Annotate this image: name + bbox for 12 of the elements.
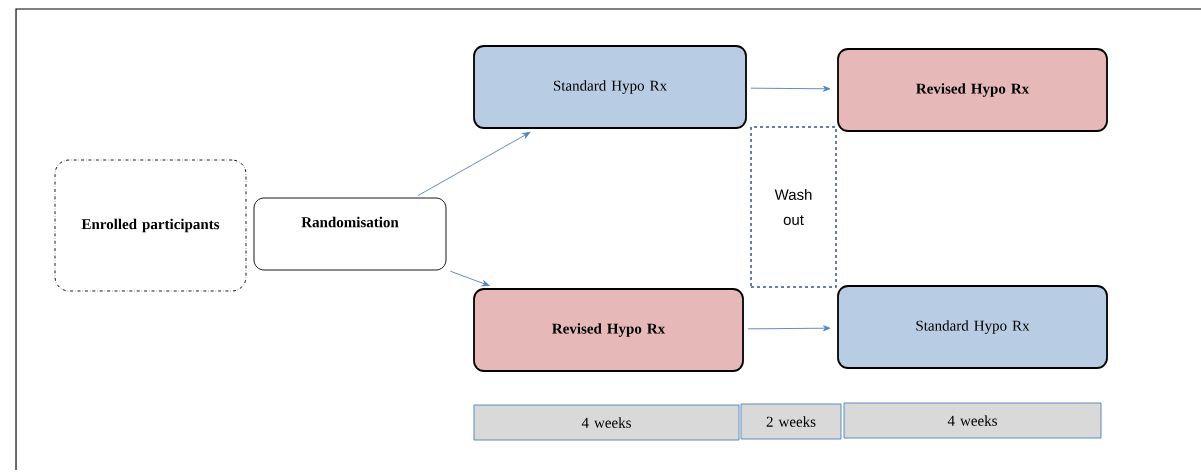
arrow (750, 85, 831, 92)
arrow (747, 325, 831, 332)
treatment-box: Revised Hypo Rx (473, 288, 744, 372)
arrow (449, 270, 490, 287)
duration-bar: 2 weeks (740, 403, 842, 440)
treatment-box: Standard Hypo Rx (837, 285, 1108, 369)
washout-box: Wash out (750, 126, 837, 288)
treatment-box: Standard Hypo Rx (473, 45, 747, 129)
arrow (417, 132, 531, 197)
randomisation-box: Randomisation (253, 197, 447, 271)
treatment-box: Revised Hypo Rx (837, 48, 1108, 132)
participants-box: Enrolled participants (54, 159, 247, 292)
